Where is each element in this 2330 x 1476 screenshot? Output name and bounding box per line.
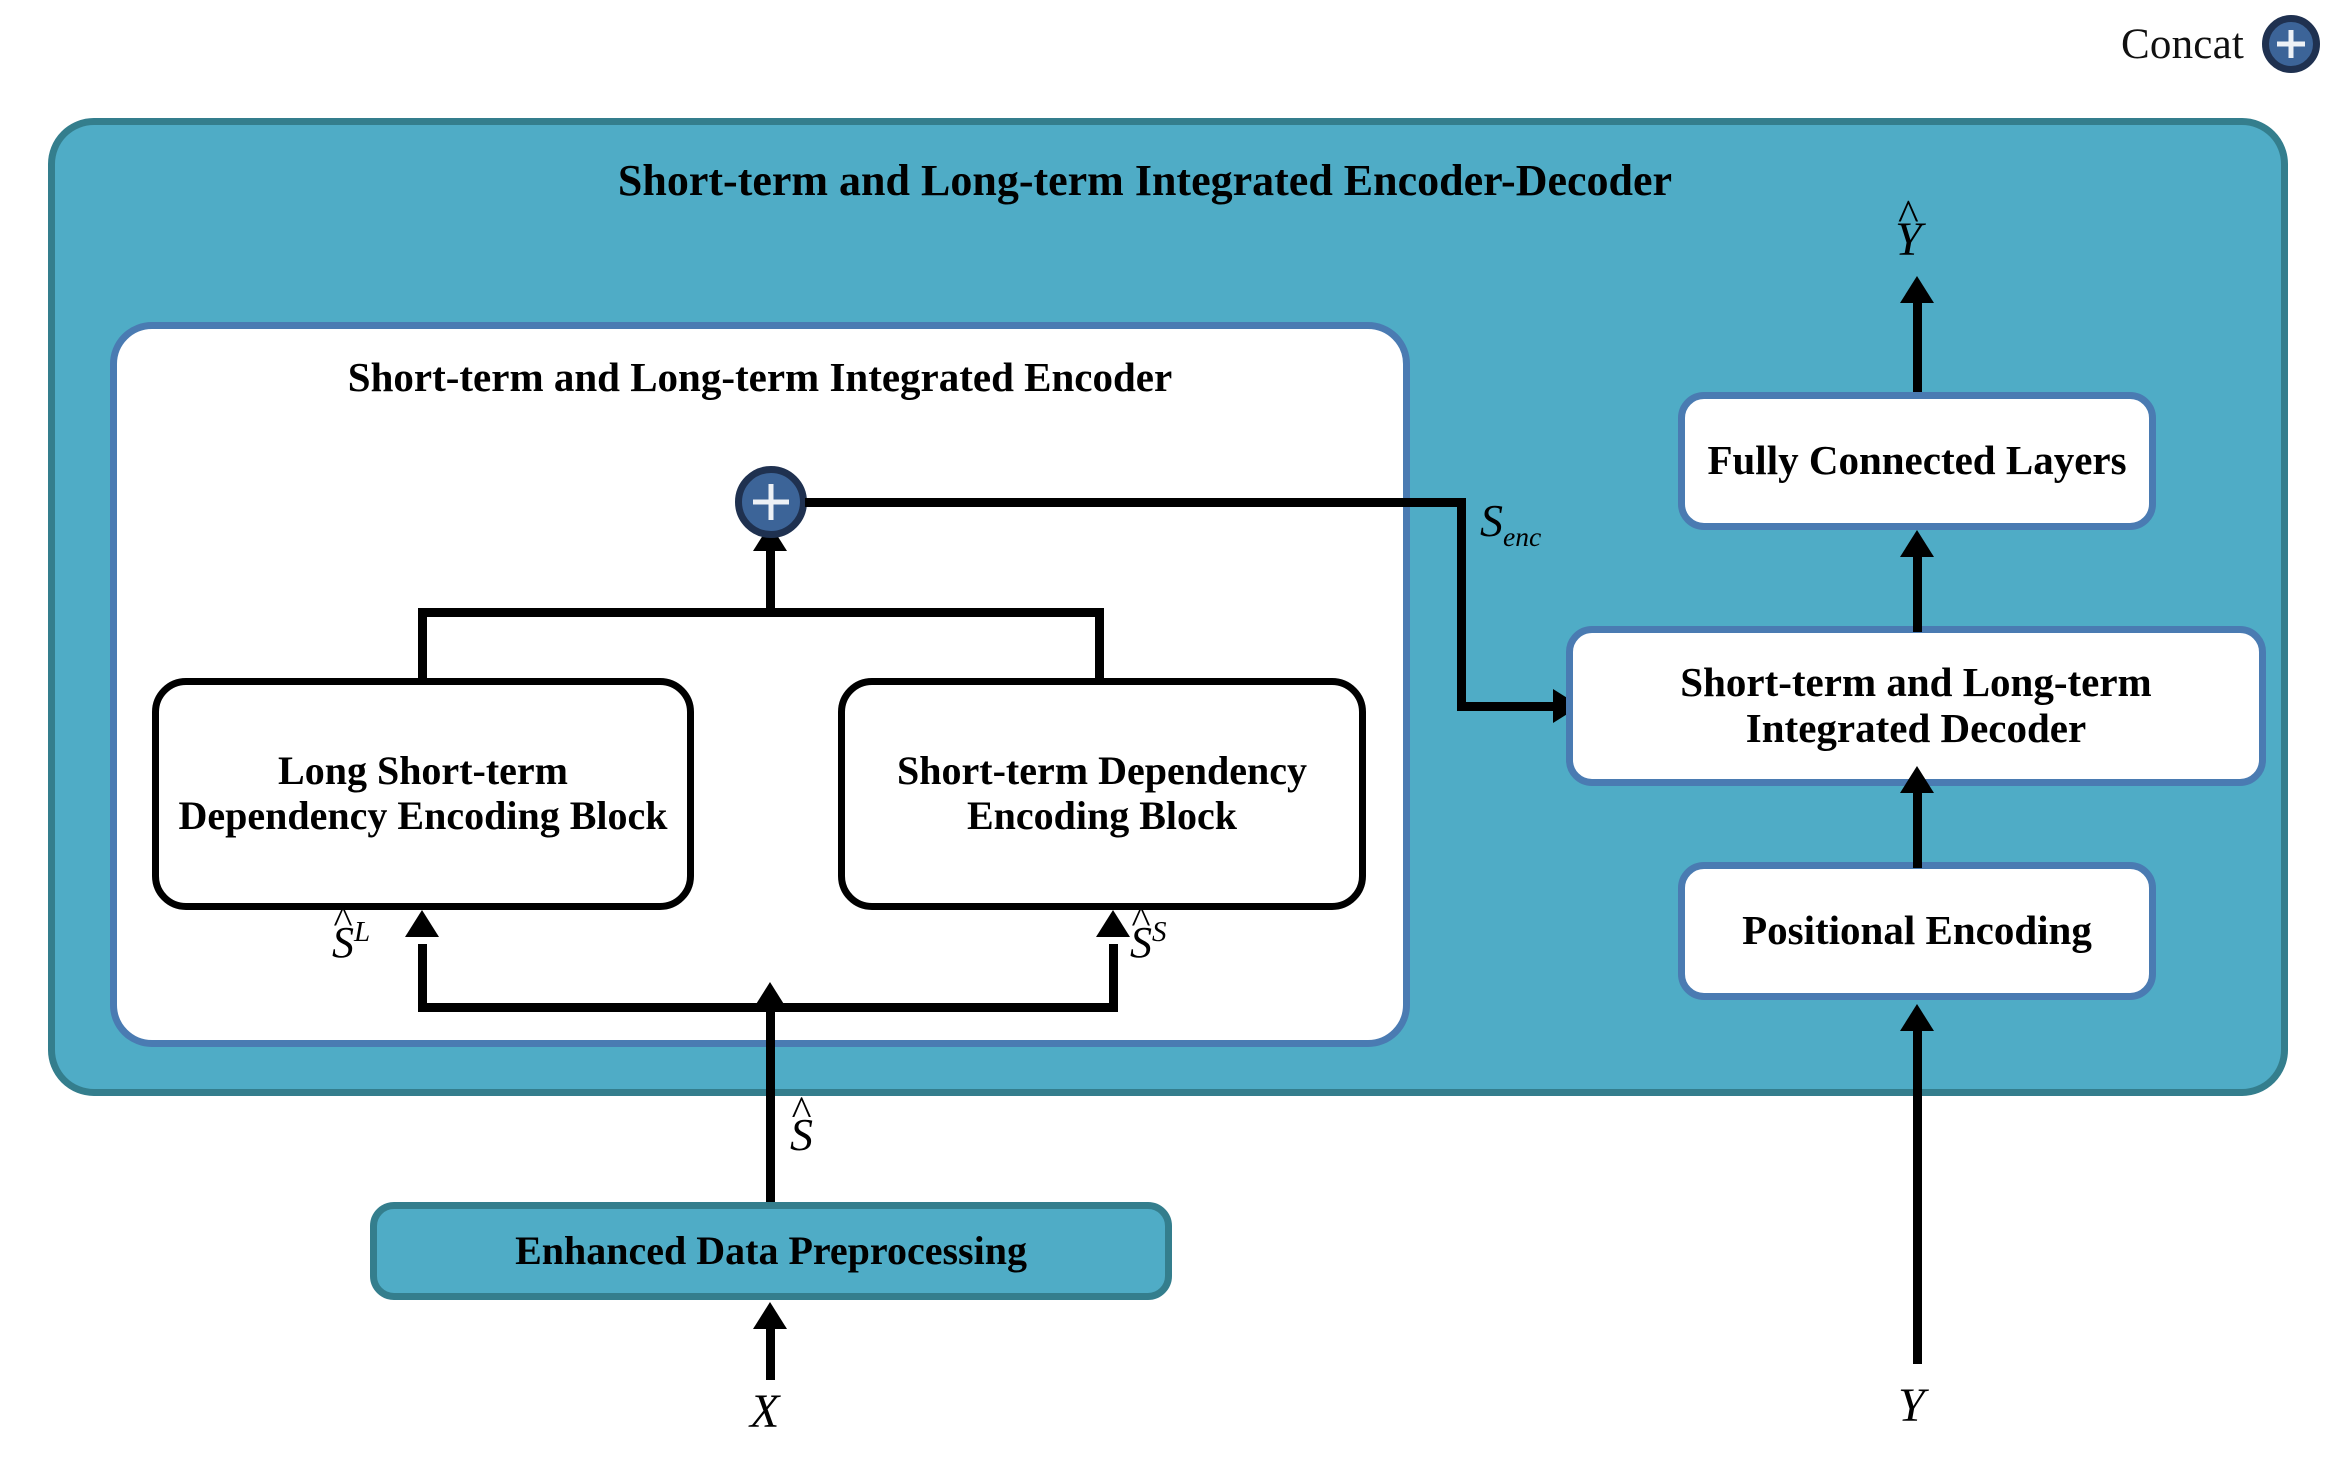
encoder-concat-node[interactable]	[735, 466, 807, 538]
y-hat-output-label: ^Y	[1895, 193, 1922, 266]
s-hat-label: ^S	[790, 1090, 813, 1160]
y-input-arrowhead	[1900, 1004, 1934, 1031]
long-block-output-riser	[418, 608, 427, 684]
encoder-merge-bar	[418, 608, 1104, 617]
yhat-output-arrowhead	[1900, 276, 1934, 303]
plus-horizontal-stroke	[2277, 41, 2305, 47]
s-enc-label: Senc	[1480, 498, 1541, 551]
merge-to-concat-stem	[766, 548, 775, 612]
s-hat-long-superscript: L	[354, 916, 371, 948]
senc-horizontal-bottom	[1457, 702, 1565, 711]
posenc-to-decoder-arrowhead	[1900, 766, 1934, 793]
s-enc-base: S	[1480, 495, 1503, 546]
x-input-stem	[766, 1326, 775, 1380]
plus-circle-icon	[2262, 15, 2320, 73]
y-input-stem	[1913, 1028, 1922, 1364]
plus-horizontal-stroke	[753, 499, 789, 505]
short-block-output-riser	[1095, 608, 1104, 684]
decoder-to-fc-arrowhead	[1900, 530, 1934, 557]
container-title: Short-term and Long-term Integrated Enco…	[617, 156, 1673, 206]
senc-horizontal-top	[805, 498, 1465, 507]
positional-encoding-box[interactable]: Positional Encoding	[1678, 862, 2156, 1000]
s-hat-long-label: ^SL	[332, 899, 371, 967]
encoder-input-split-bar	[418, 1003, 1118, 1012]
s-hat-long-base: S	[332, 917, 354, 967]
hat-accent: ^	[333, 897, 353, 943]
decoder-to-fc-stem	[1913, 554, 1922, 632]
s-enc-subscript: enc	[1503, 521, 1542, 553]
short-term-dependency-encoding-block[interactable]: Short-term Dependency Encoding Block	[838, 678, 1366, 910]
encoder-input-left-riser	[418, 944, 427, 1008]
yhat-output-stem	[1913, 300, 1922, 392]
encoder-input-right-riser	[1109, 944, 1118, 1008]
s-hat-base: S	[790, 1109, 813, 1160]
y-input-label: Y	[1898, 1382, 1925, 1430]
s-hat-short-label: ^SS	[1130, 899, 1167, 967]
legend-concat: Concat	[2030, 10, 2320, 78]
x-input-label: X	[750, 1388, 779, 1436]
hat-accent: ^	[1131, 897, 1151, 943]
x-input-base: X	[750, 1385, 780, 1438]
short-block-input-arrowhead	[1096, 910, 1130, 937]
encoder-panel-title: Short-term and Long-term Integrated Enco…	[347, 354, 1173, 401]
s-hat-short-superscript: S	[1152, 916, 1167, 948]
senc-vertical-drop	[1457, 498, 1466, 710]
integrated-decoder-box[interactable]: Short-term and Long-term Integrated Deco…	[1566, 626, 2266, 786]
posenc-to-decoder-stem	[1913, 790, 1922, 868]
y-input-base: Y	[1898, 1379, 1925, 1432]
x-input-arrowhead	[753, 1302, 787, 1329]
long-block-input-arrowhead	[405, 910, 439, 937]
hat-accent: ^	[791, 1087, 812, 1135]
enhanced-data-preprocessing-box[interactable]: Enhanced Data Preprocessing	[370, 1202, 1172, 1300]
fully-connected-layers-box[interactable]: Fully Connected Layers	[1678, 392, 2156, 530]
y-hat-output-base: Y	[1895, 213, 1922, 266]
legend-label: Concat	[2121, 20, 2244, 68]
long-short-term-dependency-encoding-block[interactable]: Long Short-term Dependency Encoding Bloc…	[152, 678, 694, 910]
preproc-to-encoder-stem	[766, 1006, 775, 1202]
hat-accent: ^	[1897, 190, 1919, 240]
s-hat-short-base: S	[1130, 917, 1152, 967]
